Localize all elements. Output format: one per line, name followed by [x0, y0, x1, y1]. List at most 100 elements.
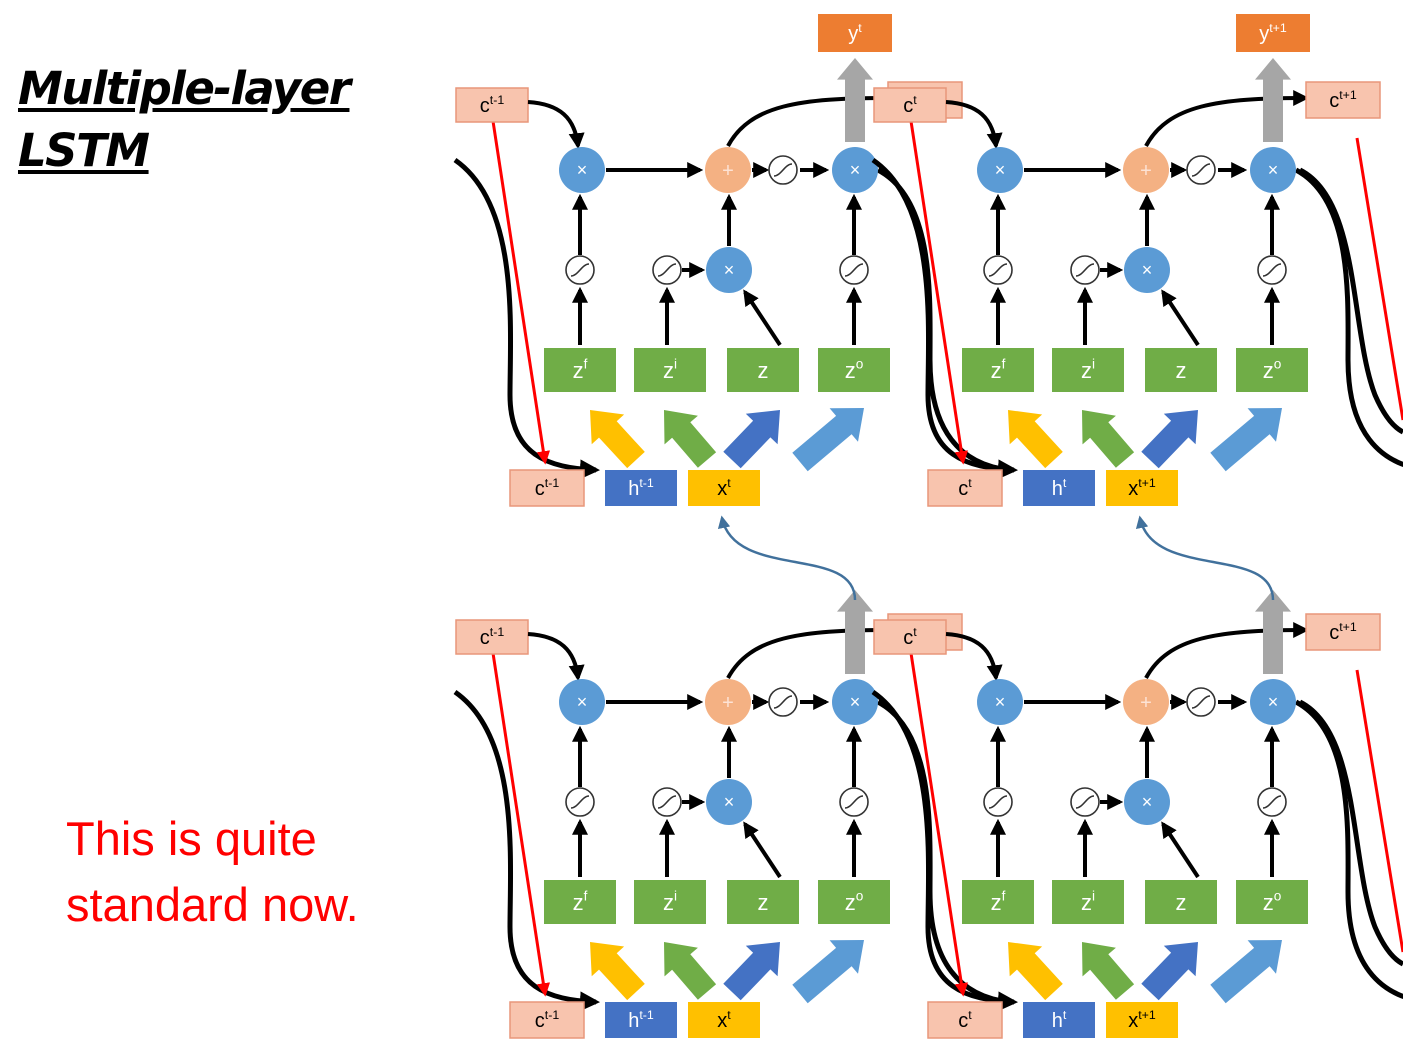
cell-tanh-node — [768, 687, 798, 717]
gate-label-4: zo — [1263, 357, 1282, 383]
output-h-curve — [876, 699, 1011, 1005]
input-multiply-node: × — [1124, 247, 1170, 293]
cell-tanh-node — [768, 155, 798, 185]
multiply-node-icon — [832, 147, 878, 193]
bottom-cell-label-superscript: t — [968, 1008, 972, 1022]
input-sigmoid-node — [652, 255, 682, 285]
gate-label-1-superscript: f — [584, 889, 588, 904]
output-multiply-node: × — [1250, 679, 1296, 725]
forget-multiply-node: × — [977, 679, 1023, 725]
forget-sigmoid-node — [983, 787, 1013, 817]
cell-state-out-label-base: c — [1329, 622, 1339, 644]
cell-state-out-label-superscript: t+1 — [1339, 88, 1357, 102]
cell-state-in-box — [873, 619, 947, 655]
sigmoid-curve — [1191, 695, 1211, 709]
z-input-arrow — [723, 410, 780, 469]
bottom-cell-label-base: c — [535, 478, 545, 500]
forget-sigmoid-node — [565, 255, 595, 285]
gate-label-2-superscript: i — [1092, 357, 1095, 372]
gate-label-2-base: z — [663, 358, 674, 383]
bottom-cell-box — [509, 1001, 585, 1039]
input-sigmoid-node — [1070, 255, 1100, 285]
cell-state-copy-line — [907, 107, 969, 465]
sigmoid-curve — [988, 795, 1008, 809]
input-sigmoid-node — [652, 787, 682, 817]
gate-label-4-base: z — [1263, 358, 1274, 383]
gate-label-3-base: z — [1176, 358, 1187, 383]
multiply-node-icon — [706, 247, 752, 293]
input-multiply-node: × — [706, 779, 752, 825]
gate-label-4-superscript: o — [856, 889, 864, 904]
output-h-curve — [1294, 167, 1403, 467]
cell-state-in-label: ct — [903, 625, 917, 649]
multiply-node-icon — [977, 147, 1023, 193]
output-sigmoid-node — [1257, 787, 1287, 817]
gate-label-2-superscript: i — [674, 357, 677, 372]
cell-state-out-label: ct+1 — [1329, 88, 1357, 112]
gate-label-4: zo — [845, 357, 864, 383]
multiply-symbol: × — [1268, 160, 1279, 180]
gate-label-3: z — [758, 890, 769, 915]
bottom-cell-label: ct — [958, 476, 972, 500]
gate-label-1-superscript: f — [1002, 357, 1006, 372]
incoming-h-curve — [453, 157, 600, 480]
multiply-node-icon — [706, 779, 752, 825]
cell-state-in-label-superscript: t-1 — [490, 625, 505, 639]
sigmoid-curve — [570, 795, 590, 809]
bottom-cell-label-base: c — [535, 1010, 545, 1032]
z-to-input-mult-arrow — [743, 289, 782, 347]
lstm-layer-1: ct-1×+××zfzizzoct-1ht-1xtctytct×+××zfziz… — [453, 14, 1403, 507]
bottom-cell-label-superscript: t-1 — [545, 1008, 560, 1022]
multiply-symbol: × — [577, 160, 588, 180]
bottom-cell-label-base: c — [958, 1010, 968, 1032]
bottom-x-label: xt — [717, 1008, 731, 1032]
gate-box-4 — [818, 880, 890, 924]
bottom-cell-box — [509, 469, 585, 507]
gate-box-1 — [962, 348, 1034, 392]
add-symbol: + — [722, 160, 734, 182]
cell-state-in-box — [455, 87, 529, 123]
gate-label-4: zo — [845, 889, 864, 915]
gate-box-4 — [1236, 348, 1308, 392]
multiply-node-icon — [977, 679, 1023, 725]
right-edge-continuation — [1298, 137, 1403, 967]
sigmoid-curve — [1075, 263, 1095, 277]
gate-box-2 — [1052, 348, 1124, 392]
z-to-input-mult-arrow — [1161, 821, 1200, 879]
cell-add-node: + — [1123, 679, 1169, 725]
cell-state-in-label-superscript: t-1 — [490, 93, 505, 107]
sigmoid-curve — [1262, 263, 1282, 277]
output-h-curve — [876, 167, 1011, 473]
multiply-symbol: × — [995, 692, 1006, 712]
bottom-x-label-base: x — [1128, 1010, 1138, 1032]
multiply-symbol: × — [1142, 260, 1153, 280]
lstm-layer-2: ct-1×+××zfzizzoct-1ht-1xtctct×+××zfzizzo… — [453, 590, 1403, 1039]
bottom-x-label-base: x — [717, 1010, 727, 1032]
multiply-symbol: × — [850, 692, 861, 712]
input-sigmoid-node — [1070, 787, 1100, 817]
bottom-x-label-superscript: t — [727, 476, 731, 490]
input-input-arrow — [664, 942, 717, 1000]
right-edge-black-curve-2 — [1298, 699, 1403, 967]
sigmoid-curve — [773, 163, 793, 177]
cell-state-out-label: ct+1 — [1329, 620, 1357, 644]
multiply-symbol: × — [1142, 792, 1153, 812]
gate-label-1-base: z — [991, 358, 1002, 383]
cell-state-out-box — [1305, 613, 1381, 651]
gate-label-2: zi — [663, 357, 677, 383]
bottom-x-label-base: x — [717, 478, 727, 500]
right-edge-red-line-1 — [1355, 137, 1403, 421]
bottom-cell-box — [927, 469, 1003, 507]
bottom-x-box — [688, 470, 760, 506]
forget-input-arrow — [1008, 410, 1063, 469]
input-input-arrow — [664, 410, 717, 468]
gate-box-2 — [634, 880, 706, 924]
cell-state-copy-line — [489, 107, 551, 465]
gate-label-2: zi — [1081, 357, 1095, 383]
input-input-arrow — [1082, 410, 1135, 468]
add-node-icon — [1123, 679, 1169, 725]
gate-label-2-base: z — [663, 890, 674, 915]
